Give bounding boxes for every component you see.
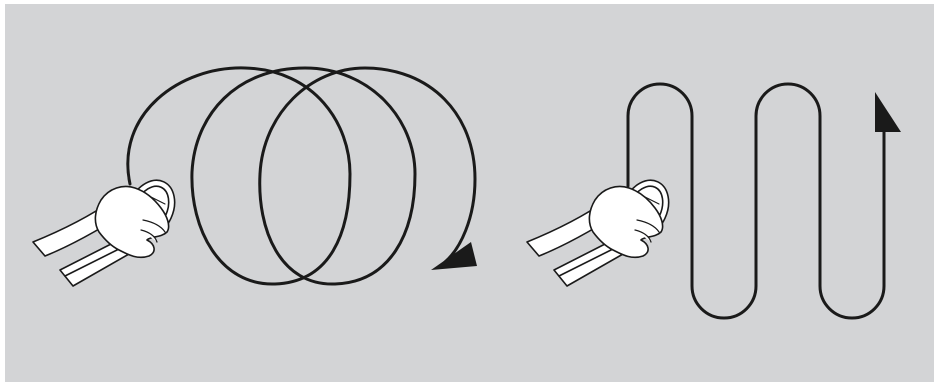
- serpentine-scan-path: [626, 82, 886, 320]
- spiral-scan-path: [126, 66, 477, 286]
- right-hand-with-device-icon: [526, 179, 670, 287]
- left-hand-with-device-icon: [32, 179, 176, 287]
- spiral-arrowhead-icon: [431, 242, 477, 270]
- illustration-panel: [5, 4, 934, 382]
- serpentine-arrowhead-icon: [875, 92, 901, 132]
